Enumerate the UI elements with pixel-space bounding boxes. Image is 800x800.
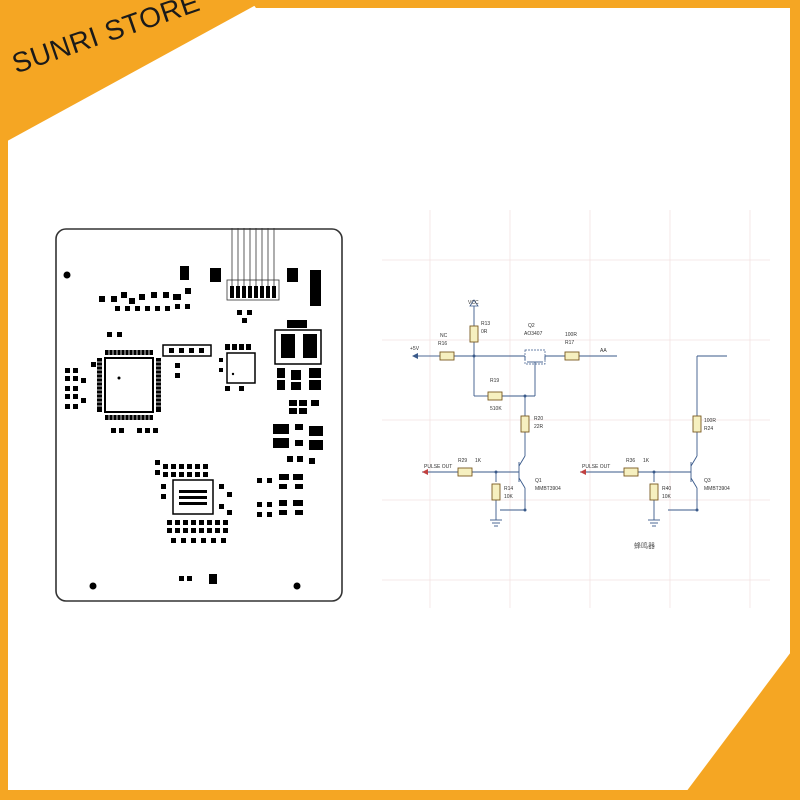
net-label: AA: [600, 348, 607, 354]
part-value: 10K: [504, 494, 514, 500]
part-value: 22R: [534, 424, 544, 430]
ic-footprint: [219, 344, 256, 391]
part-ref: R20: [534, 416, 543, 422]
part-ref: R16: [438, 341, 447, 347]
part-ref: R40: [662, 486, 671, 492]
mounting-hole: [63, 271, 71, 279]
smd-pads: [65, 362, 180, 433]
part-ref: Q3: [704, 478, 711, 484]
part-value: AO3407: [524, 331, 543, 337]
part-ref: R14: [504, 486, 513, 492]
part-value: MMBT3904: [704, 486, 730, 492]
connector-pins: 1 2 3 4 5 6 7 8: [180, 228, 321, 306]
part-ref: R19: [490, 378, 499, 384]
net-flag-arrow: [580, 469, 586, 475]
transistor-footprint: [257, 474, 303, 517]
circuit-schematic: VCC NC R16 R13 0R Q2 AO3407 100R R17 AA …: [382, 210, 770, 608]
part-ref: R29: [458, 458, 467, 464]
part-value: 1K: [643, 458, 650, 464]
part-ref: R36: [626, 458, 635, 464]
part-ref: R17: [565, 340, 574, 346]
smd-pads: [99, 288, 252, 337]
smd-pads: [273, 368, 323, 464]
regulator-footprint: [274, 320, 322, 365]
smd-pads: [155, 460, 232, 584]
vcc-symbol: [469, 299, 479, 307]
ic-footprint: [172, 479, 214, 515]
power-label: +5V: [410, 346, 420, 352]
net-label: PULSE OUT: [424, 464, 452, 470]
mounting-hole: [89, 582, 97, 590]
part-ref: R13: [481, 321, 490, 327]
part-value: MMBT3904: [535, 486, 561, 492]
header-footprint: [162, 344, 212, 357]
part-value: 100R: [565, 332, 577, 338]
part-value: 0R: [481, 329, 488, 335]
part-value: 510K: [490, 406, 502, 412]
mcu-chip: [97, 350, 161, 420]
part-ref: Q1: [535, 478, 542, 484]
net-flag-arrow: [422, 469, 428, 475]
part-ref: R24: [704, 426, 713, 432]
vcc-label: VCC: [468, 300, 479, 306]
part-value: 10K: [662, 494, 672, 500]
resistor: [439, 325, 702, 501]
part-value: 100R: [704, 418, 716, 424]
mounting-hole: [293, 582, 301, 590]
pcb-layout: 1 2 3 4 5 6 7 8: [55, 228, 343, 602]
part-ref: Q2: [528, 323, 535, 329]
net-label: PULSE OUT: [582, 464, 610, 470]
part-value: 1K: [475, 458, 482, 464]
net-flag-arrow: [412, 353, 418, 359]
part-value: NC: [440, 333, 448, 339]
mosfet-symbol: [524, 349, 546, 365]
buzzer-caption: 蜂鸣器: [634, 541, 655, 550]
